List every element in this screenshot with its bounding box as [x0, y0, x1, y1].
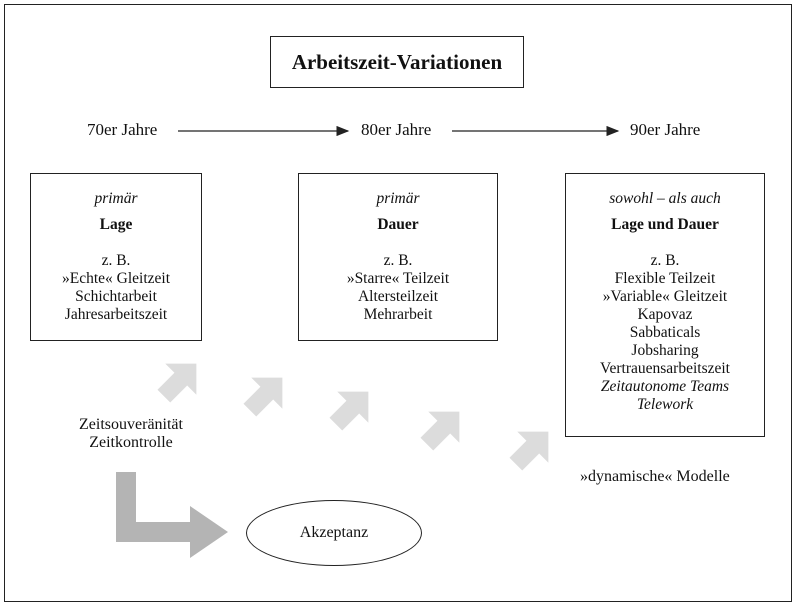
elbow-arrow-icon [116, 472, 228, 558]
box-lage-line: »Echte« Gleitzeit [61, 270, 171, 287]
box-lud-italic-line: Zeitautonome Teams [600, 378, 730, 395]
box-dauer-heading: Dauer [377, 216, 419, 233]
box-lud-qualifier: sowohl – als auch [609, 190, 721, 207]
diagram-title: Arbeitszeit-Variationen [270, 36, 524, 88]
box-lage-line: Jahresarbeitszeit [64, 306, 168, 323]
acceptance-ellipse: Akzeptanz [246, 500, 422, 566]
diagram-frame [4, 4, 792, 602]
ellipse-label: Akzeptanz [299, 524, 369, 541]
box-lud-line: Sabbaticals [629, 324, 701, 341]
box-lage: primär Lage z. B. »Echte« Gleitzeit Schi… [30, 173, 202, 341]
box-lage-line: Schichtarbeit [75, 288, 157, 305]
decade-80s: 80er Jahre [361, 120, 432, 139]
decade-70s: 70er Jahre [87, 120, 158, 139]
block-arrow-icon [329, 391, 369, 431]
box-dauer: primär Dauer z. B. »Starre« Teilzeit Alt… [298, 173, 498, 341]
box-lud-italic-line: Telework [636, 396, 694, 413]
box-lud-line: z. B. [650, 252, 680, 269]
block-arrow-icon [420, 411, 460, 451]
box-lud-line: Flexible Teilzeit [614, 270, 716, 287]
box-dauer-line: Mehrarbeit [363, 306, 433, 323]
box-lud-line: Kapovaz [637, 306, 693, 323]
box-lud-line: Jobsharing [631, 342, 699, 359]
box-lage-qualifier: primär [94, 190, 138, 207]
title-text: Arbeitszeit-Variationen [291, 49, 503, 74]
box-lud-line: »Variable« Gleitzeit [602, 288, 728, 305]
box-lage-heading: Lage [99, 216, 133, 233]
box-lage-und-dauer: sowohl – als auch Lage und Dauer z. B. F… [565, 173, 765, 437]
left-label: Zeitsouveränität Zeitkontrolle [56, 416, 206, 452]
right-label: »dynamische« Modelle [580, 468, 730, 485]
block-arrow-icon [509, 431, 549, 471]
block-arrow-icon [157, 363, 197, 403]
box-lud-line: Vertrauensarbeitszeit [600, 360, 730, 377]
box-dauer-line: Altersteilzeit [357, 288, 439, 305]
box-dauer-qualifier: primär [376, 190, 420, 207]
box-dauer-line: »Starre« Teilzeit [346, 270, 450, 287]
decade-90s: 90er Jahre [630, 120, 701, 139]
block-arrow-icon [243, 377, 283, 417]
box-lud-heading: Lage und Dauer [611, 216, 719, 233]
box-lage-line: z. B. [101, 252, 131, 269]
left-label-line-1: Zeitsouveränität [79, 416, 183, 433]
left-label-line-2: Zeitkontrolle [89, 434, 173, 451]
box-dauer-line: z. B. [383, 252, 413, 269]
